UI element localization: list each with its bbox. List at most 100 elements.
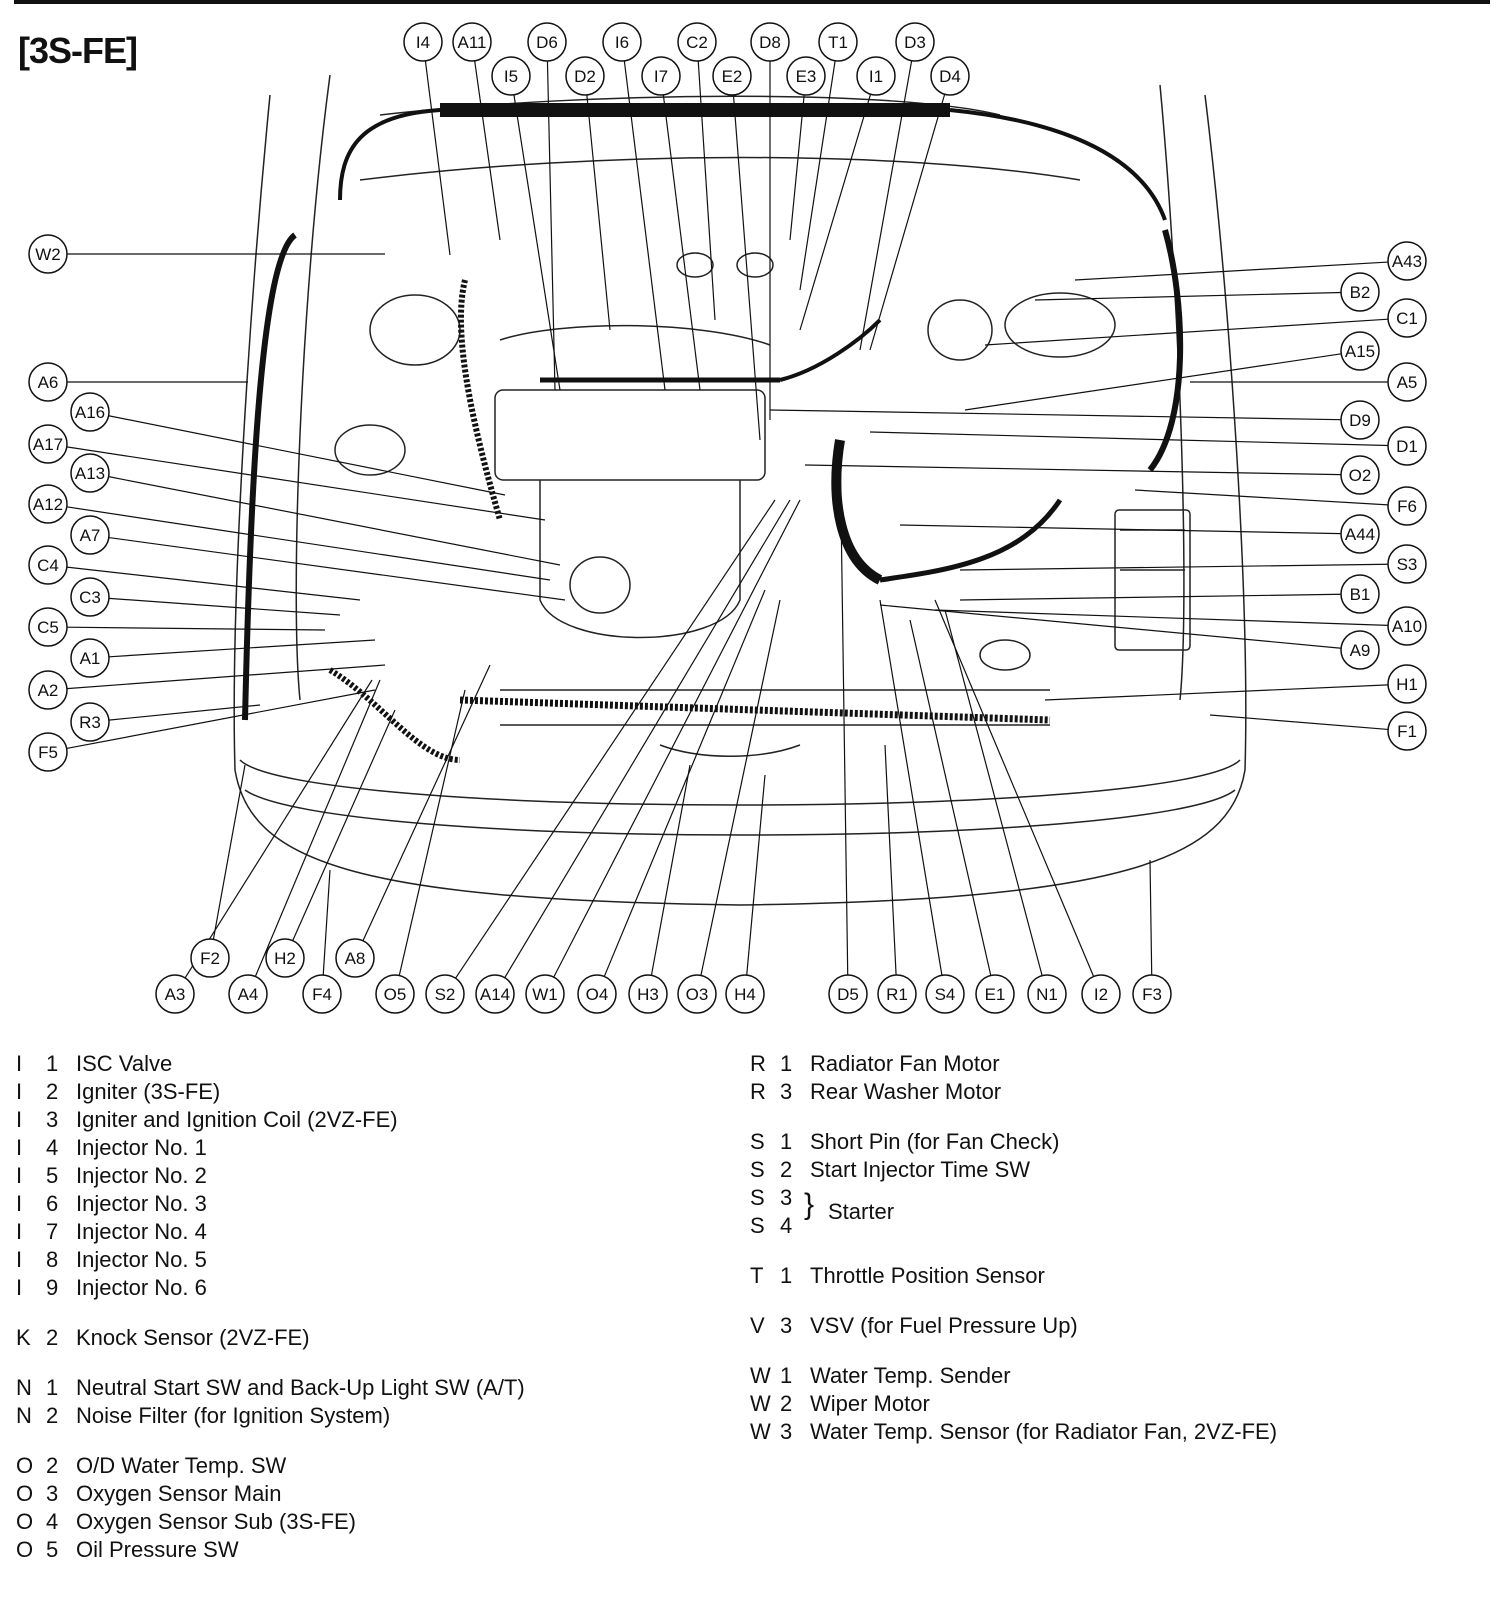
leader-f6 [1134, 489, 1389, 506]
engine-illustration [233, 74, 1247, 906]
legend-letter: O [16, 1453, 34, 1478]
legend-number: 3 [46, 1481, 59, 1506]
callout-label: D4 [939, 67, 961, 86]
legend-text: VSV (for Fuel Pressure Up) [810, 1313, 1078, 1338]
callout-i7: I7 [641, 56, 681, 96]
callout-label: R3 [79, 713, 101, 732]
callout-label: F5 [38, 743, 58, 762]
legend-text: Injector No. 1 [76, 1135, 207, 1160]
leader-a9 [879, 604, 1342, 649]
callout-circle [1132, 974, 1172, 1014]
callout-a11: A11 [452, 22, 492, 62]
callout-e3: E3 [786, 56, 826, 96]
callout-label: A8 [345, 949, 366, 968]
legend-text: Igniter and Ignition Coil (2VZ-FE) [76, 1107, 398, 1132]
callout-d3: D3 [895, 22, 935, 62]
legend-letter: O [16, 1481, 34, 1506]
callout-label: F1 [1397, 722, 1417, 741]
callout-a6: A6 [28, 362, 68, 402]
leader-i6 [623, 60, 666, 391]
callout-a7: A7 [70, 515, 110, 555]
callout-c4: C4 [28, 545, 68, 585]
callout-circle [1387, 544, 1427, 584]
callout-circle [1387, 711, 1427, 751]
callout-circle [70, 702, 110, 742]
callout-circle [452, 22, 492, 62]
legend-number: 2 [780, 1391, 793, 1416]
callout-circle [818, 22, 858, 62]
leader-c3 [108, 597, 341, 616]
callout-circle [28, 362, 68, 402]
callout-circle [335, 938, 375, 978]
leader-d4 [869, 94, 946, 351]
callout-label: A7 [80, 526, 101, 545]
legend-number: 1 [780, 1051, 793, 1076]
legend-number: 7 [46, 1219, 59, 1244]
legend-letter: W [750, 1363, 771, 1388]
starter-label: Starter [828, 1199, 895, 1224]
legend-letter: I [16, 1051, 23, 1076]
callout-label: H2 [274, 949, 296, 968]
callout-i6: I6 [602, 22, 642, 62]
callout-circle [577, 974, 617, 1014]
leader-i2 [934, 599, 1095, 977]
callout-d4: D4 [930, 56, 970, 96]
callout-label: C1 [1396, 309, 1418, 328]
legend-text: Neutral Start SW and Back-Up Light SW (A… [76, 1375, 525, 1400]
wire-harness [242, 103, 1184, 763]
legend-number: 1 [46, 1051, 59, 1076]
callout-circle [527, 22, 567, 62]
legend-letter: W [750, 1419, 771, 1444]
callout-leaders [66, 60, 1389, 979]
legend-number: 2 [46, 1453, 59, 1478]
leader-a7 [108, 536, 566, 601]
callout-circle [1340, 331, 1380, 371]
callout-label: A11 [458, 33, 487, 52]
callout-circle [28, 234, 68, 274]
callout-circle [1387, 426, 1427, 466]
callout-label: C5 [37, 618, 59, 637]
callout-h1: H1 [1387, 664, 1427, 704]
legend-number: 1 [46, 1375, 59, 1400]
legend-number: 3 [780, 1185, 793, 1210]
callout-label: A14 [480, 985, 510, 1004]
callout-circle [1340, 630, 1380, 670]
callout-label: D5 [837, 985, 859, 1004]
callout-label: I5 [504, 67, 518, 86]
legend-letter: O [16, 1509, 34, 1534]
callout-label: A17 [33, 435, 63, 454]
leader-a17 [66, 446, 546, 521]
callout-label: E2 [722, 67, 743, 86]
callout-label: C2 [686, 33, 708, 52]
callout-label: H4 [734, 985, 756, 1004]
legend-text: Oxygen Sensor Main [76, 1481, 282, 1506]
legend-number: 1 [780, 1129, 793, 1154]
leader-r1 [884, 744, 897, 976]
callout-circle [28, 484, 68, 524]
callout-label: A2 [38, 681, 59, 700]
legend-number: 4 [46, 1135, 59, 1160]
callout-circle [856, 56, 896, 96]
leader-d6 [546, 60, 556, 391]
leader-a11 [474, 60, 501, 241]
callout-label: B1 [1350, 585, 1371, 604]
callout-label: I2 [1094, 985, 1108, 1004]
leader-a16 [108, 415, 506, 496]
callout-circle [641, 56, 681, 96]
legend-text: Oil Pressure SW [76, 1537, 239, 1562]
callout-label: F6 [1397, 497, 1417, 516]
legend-letter: S [750, 1185, 765, 1210]
callout-o3: O3 [677, 974, 717, 1014]
callout-o4: O4 [577, 974, 617, 1014]
callout-circle [1387, 606, 1427, 646]
callout-f1: F1 [1387, 711, 1427, 751]
callout-label: S3 [1397, 555, 1418, 574]
leader-a43 [1074, 261, 1389, 281]
leader-a15 [964, 353, 1342, 411]
callout-circle [375, 974, 415, 1014]
callout-circle [70, 577, 110, 617]
callout-circle [28, 607, 68, 647]
leader-a3 [184, 679, 373, 979]
